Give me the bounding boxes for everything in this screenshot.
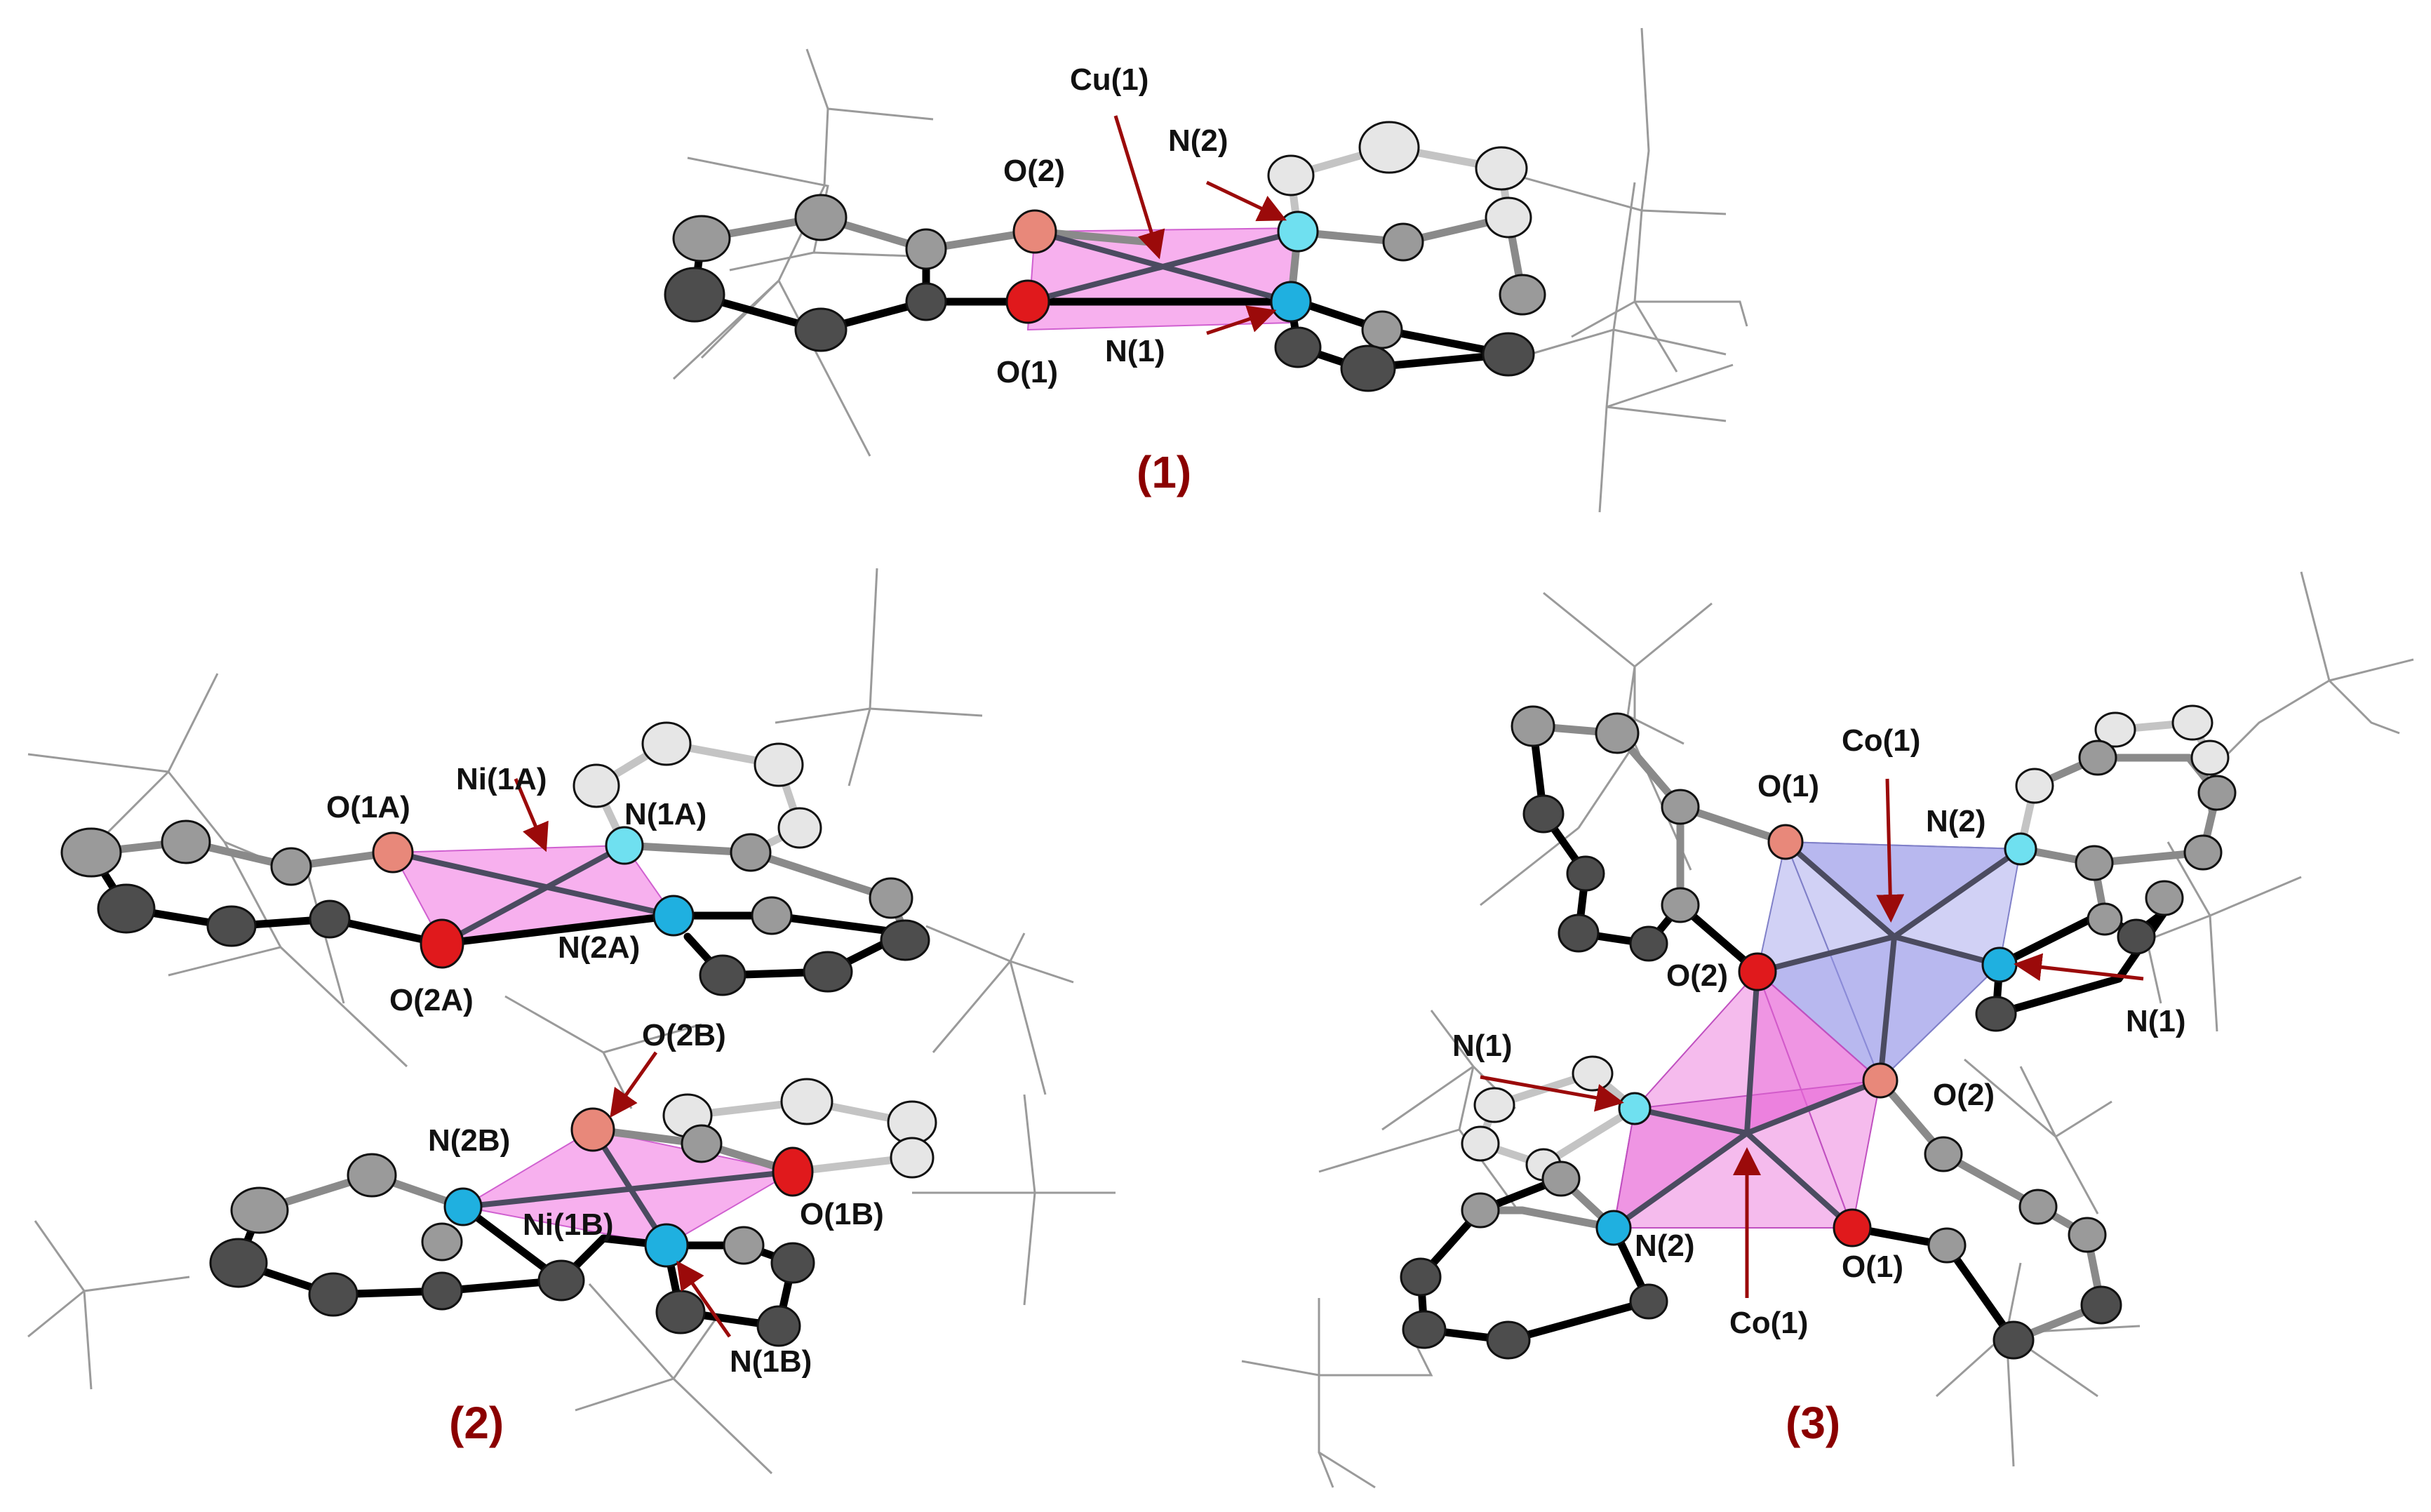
structure-1-atoms: [664, 121, 1546, 392]
label-n1: N(1): [1105, 334, 1165, 368]
label-o1-top: O(1): [1757, 769, 1819, 803]
label-o2: O(2): [1003, 154, 1065, 188]
label-n1a: N(1A): [624, 797, 706, 831]
structure-1: Cu(1) N(2) O(2) O(1) N(1) (1): [664, 27, 1748, 513]
structure-2-wireframe: [27, 568, 1116, 1475]
label-o1a: O(1A): [326, 790, 410, 824]
structure-2b-atoms: [209, 1078, 937, 1347]
caption-1: (1): [1137, 447, 1191, 497]
label-o2-bottom: O(2): [1933, 1078, 1995, 1112]
label-cu1: Cu(1): [1070, 62, 1148, 97]
structure-2: O(1A) Ni(1A) N(1A) N(2A) O(2A) O(2B) N(2…: [27, 568, 1116, 1475]
structure-3-arrows: [1480, 778, 2144, 1298]
label-n1-left: N(1): [1452, 1029, 1513, 1063]
label-co1-top: Co(1): [1842, 723, 1920, 758]
label-o1b: O(1B): [800, 1197, 884, 1231]
label-o1: O(1): [996, 355, 1058, 389]
label-n2-bottom: N(2): [1635, 1229, 1695, 1263]
caption-3: (3): [1786, 1398, 1840, 1448]
caption-2: (2): [449, 1398, 504, 1448]
label-n2b: N(2B): [428, 1123, 510, 1158]
label-ni1a: Ni(1A): [456, 762, 547, 796]
label-n1-right: N(1): [2126, 1004, 2186, 1038]
label-o2-top: O(2): [1666, 958, 1728, 993]
structure-3: Co(1) O(1) N(2) O(2) N(1) N(1) O(2) N(2)…: [1241, 571, 2414, 1489]
label-co1-bottom: Co(1): [1729, 1306, 1808, 1340]
structure-2-arrows: [514, 778, 732, 1338]
structure-1-arrows: [1113, 115, 1287, 335]
label-n1b: N(1B): [730, 1344, 812, 1379]
label-n2a: N(2A): [558, 930, 640, 965]
label-o2a: O(2A): [389, 983, 474, 1017]
label-o2b: O(2B): [642, 1018, 726, 1052]
structure-3-atoms: [1400, 704, 2237, 1360]
label-o1-bottom: O(1): [1842, 1250, 1903, 1284]
structure-2a-atoms: [60, 721, 930, 996]
co1-top-polyhedron: [1755, 839, 2023, 1082]
label-n2-top: N(2): [1926, 804, 1986, 838]
label-n2: N(2): [1168, 123, 1228, 158]
label-ni1b: Ni(1B): [523, 1207, 614, 1242]
